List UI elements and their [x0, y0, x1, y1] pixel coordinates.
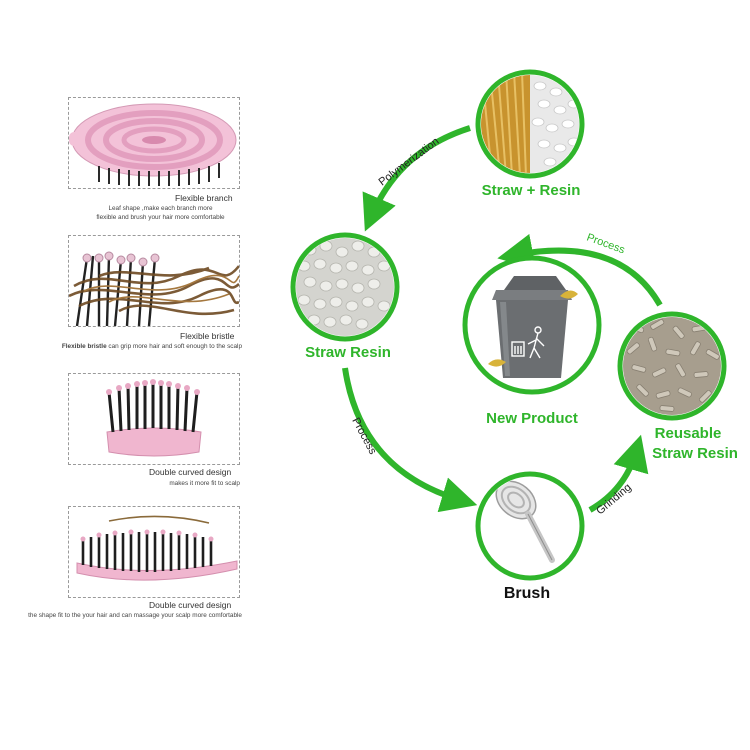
- node-straw-resin-mix: [475, 69, 585, 179]
- grinding-label: Grinding: [594, 481, 634, 517]
- feature-description: the shape fit to the your hair and can m…: [28, 612, 242, 619]
- feature-title: Flexible branch: [175, 193, 233, 203]
- arrow-polymerization: [362, 125, 471, 232]
- arrow-process-up: [497, 233, 663, 307]
- leaf-brush-image: [69, 103, 237, 186]
- brush-label: Brush: [504, 585, 550, 602]
- straw-decoration: [488, 290, 578, 367]
- flexible-bristle-photo: [68, 235, 240, 327]
- straw-resin-mix-label: Straw + Resin: [482, 182, 581, 199]
- feature-title: Flexible bristle: [180, 331, 235, 341]
- node-brush: [475, 471, 585, 581]
- feature-title: Double curved design: [149, 600, 232, 610]
- arrow-grinding: [588, 434, 649, 513]
- process-down-label: Process: [349, 416, 378, 457]
- curved-brush-side-image: [76, 515, 238, 581]
- double-curved-photo-1: [68, 373, 240, 465]
- reusable-label-line1: Reusable: [655, 425, 722, 442]
- feature-description: Leaf shape ,make each branch more flexib…: [96, 205, 225, 221]
- new-product-label: New Product: [486, 410, 578, 427]
- feature-description: Flexible bristle can grip more hair and …: [61, 343, 242, 350]
- arrow-process-down: [342, 367, 478, 513]
- polymerization-label: Polymerization: [377, 135, 442, 188]
- node-reusable-straw-resin: [617, 311, 727, 421]
- bristle-hair-image: [69, 251, 239, 326]
- double-curved-photo-2: [68, 506, 240, 598]
- reusable-label-line2: Straw Resin: [652, 445, 738, 462]
- curved-brush-front-image: [106, 379, 202, 457]
- trash-bin-icon: [492, 276, 572, 378]
- node-straw-resin: [290, 232, 400, 342]
- node-new-product: [462, 255, 602, 395]
- feature-description: makes it more fit to scalp: [169, 480, 240, 487]
- straw-resin-label: Straw Resin: [305, 344, 391, 361]
- feature-title: Double curved design: [149, 467, 232, 477]
- flexible-branch-photo: [68, 97, 240, 189]
